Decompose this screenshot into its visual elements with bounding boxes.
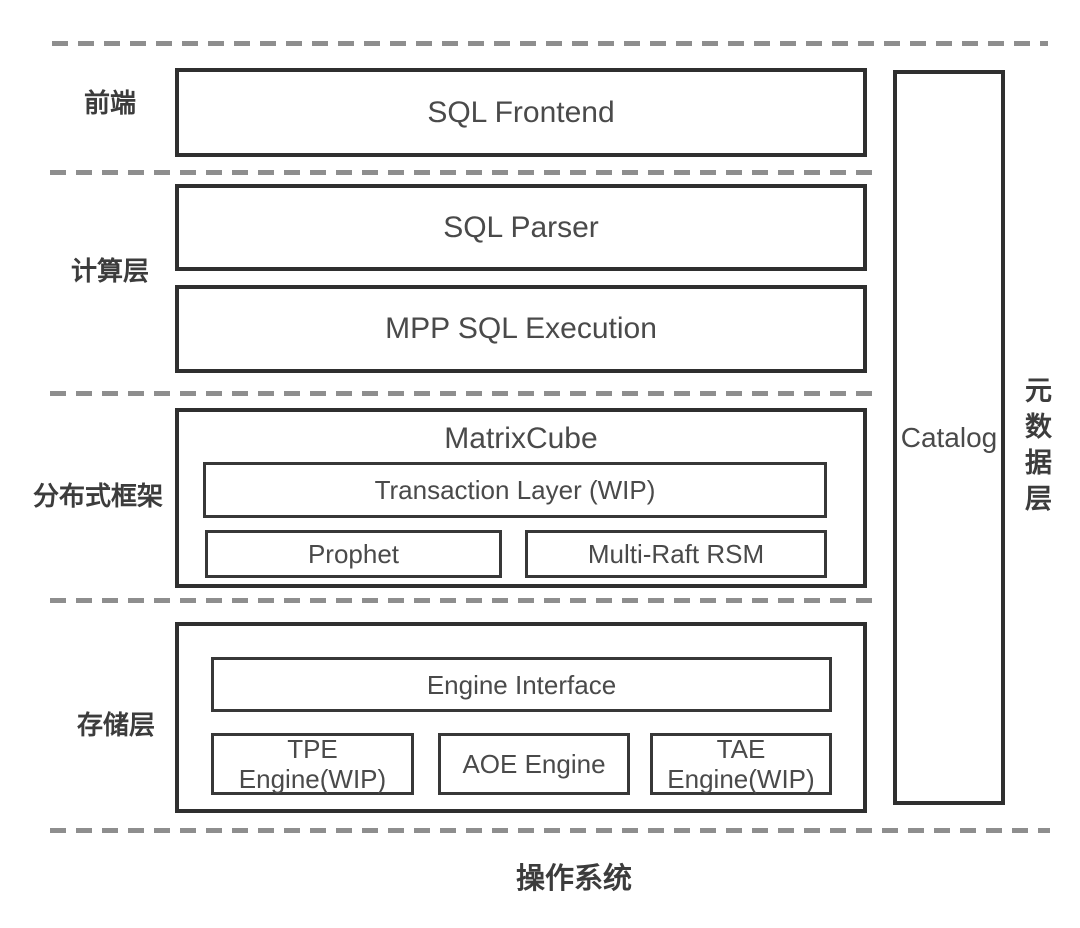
mpp-sql-execution-label: MPP SQL Execution <box>385 312 657 345</box>
tpe-engine-box: TPE Engine(WIP) <box>211 733 414 795</box>
mpp-sql-execution-box: MPP SQL Execution <box>175 285 867 373</box>
multi-raft-rsm-label: Multi-Raft RSM <box>587 539 765 569</box>
tae-engine-label-line1: TAE <box>716 734 766 764</box>
dashed-separator-distributed-storage <box>50 598 877 603</box>
tae-engine-box: TAE Engine(WIP) <box>650 733 832 795</box>
sql-parser-label: SQL Parser <box>443 210 599 244</box>
dashed-separator-top <box>52 41 1048 46</box>
aoe-engine-box: AOE Engine <box>438 733 630 795</box>
dashed-separator-compute-distributed <box>50 391 877 396</box>
tae-engine-label-line2: Engine(WIP) <box>667 764 815 794</box>
catalog-label: Catalog <box>900 421 998 453</box>
layer-label-frontend: 前端 <box>83 88 136 118</box>
aoe-engine-label: AOE Engine <box>462 749 606 779</box>
storage-layer-box: Engine Interface TPE Engine(WIP) AOE Eng… <box>175 622 867 813</box>
dashed-separator-bottom <box>50 828 1050 833</box>
layer-label-distributed-framework: 分布式框架 <box>32 481 163 511</box>
tpe-engine-label-line2: Engine(WIP) <box>238 764 387 794</box>
sql-frontend-box: SQL Frontend <box>175 68 867 157</box>
layer-label-metadata: 元数据层 <box>1021 376 1051 520</box>
layer-label-compute: 计算层 <box>70 256 149 286</box>
transaction-layer-label: Transaction Layer (WIP) <box>374 475 656 505</box>
prophet-label: Prophet <box>307 539 400 569</box>
matrixcube-box: MatrixCube Transaction Layer (WIP) Proph… <box>175 408 867 588</box>
transaction-layer-box: Transaction Layer (WIP) <box>203 462 827 518</box>
sql-parser-box: SQL Parser <box>175 184 867 271</box>
engine-interface-box: Engine Interface <box>211 657 832 712</box>
engine-interface-label: Engine Interface <box>426 669 617 700</box>
catalog-box: Catalog <box>893 70 1005 805</box>
tpe-engine-label-line1: TPE <box>287 734 338 764</box>
dashed-separator-frontend-compute <box>50 170 877 175</box>
sql-frontend-label: SQL Frontend <box>427 95 615 129</box>
multi-raft-rsm-box: Multi-Raft RSM <box>525 530 827 578</box>
operating-system-label: 操作系统 <box>515 863 632 895</box>
layer-label-storage: 存储层 <box>76 710 155 740</box>
prophet-box: Prophet <box>205 530 502 578</box>
matrixcube-title: MatrixCube <box>444 422 598 455</box>
